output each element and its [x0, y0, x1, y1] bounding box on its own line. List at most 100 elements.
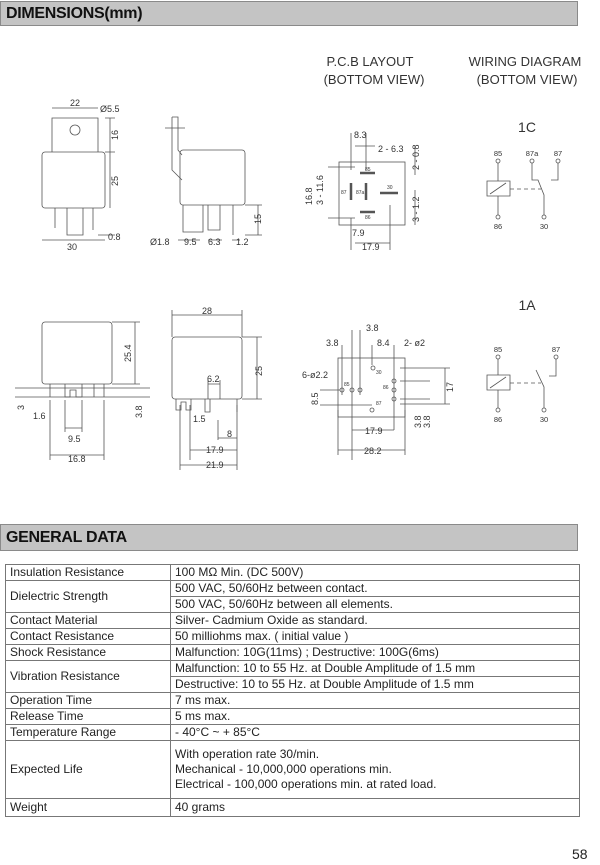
row-label: Operation Time: [5, 692, 171, 709]
dim-label: 3 - 11.6: [315, 175, 325, 205]
row-label: Dielectric Strength: [5, 580, 171, 613]
dim-label: 22: [70, 98, 80, 108]
dim-label: 6-ø2.2: [302, 370, 328, 380]
dim-label: 8.4: [377, 338, 390, 348]
pin-label: 86: [365, 215, 371, 221]
row-label: Insulation Resistance: [5, 564, 171, 581]
dim-label: Ø5.5: [100, 104, 120, 114]
wiring-1a-label: 1A: [518, 297, 536, 313]
dim-label: 2- ø2: [404, 338, 425, 348]
table-row: Destructive: 10 to 55 Hz. at Double Ampl…: [6, 676, 580, 693]
table-row: 500 VAC, 50/60Hz between all elements.: [6, 596, 580, 613]
pin-label: 87: [552, 345, 560, 354]
side-view-bottom: 28 25 6.2 1.5 8 17.9 21.9: [171, 306, 264, 470]
dim-label: 25.4: [123, 344, 133, 362]
pcb-layout-1c: 8.3 2 - 6.3 2 - 0.8 16.8 3 - 11.6 3 - 1.…: [304, 130, 421, 252]
dim-label: Ø1.8: [150, 237, 170, 247]
pin-label: 85: [494, 149, 502, 158]
wiring-diagram-subtitle: (BOTTOM VIEW): [477, 72, 578, 87]
row-value: 500 VAC, 50/60Hz between contact.: [170, 580, 580, 597]
row-value: Malfunction: 10G(11ms) ; Destructive: 10…: [170, 644, 580, 661]
dim-label: 8.5: [310, 392, 320, 405]
pcb-layout-1a: 3.8 3.8 8.4 2- ø2 6-ø2.2 8.5 17 3.8 3.8 …: [302, 323, 455, 460]
row-value-line: Mechanical - 10,000,000 operations min.: [175, 762, 392, 776]
pin-label: 86: [494, 415, 502, 424]
pin-label: 85: [344, 382, 350, 388]
pin-label: 85: [365, 167, 371, 173]
row-value-line: With operation rate 30/min.: [175, 747, 320, 761]
table-row: Temperature Range- 40°C ~ + 85°C: [5, 724, 580, 741]
dim-label: 21.9: [206, 460, 224, 470]
row-value: 5 ms max.: [170, 708, 580, 725]
row-value: With operation rate 30/min. Mechanical -…: [170, 740, 580, 799]
dim-label: 3.8: [366, 323, 379, 333]
dimension-drawings: P.C.B LAYOUT (BOTTOM VIEW) WIRING DIAGRA…: [15, 54, 582, 470]
pin-label: 30: [387, 185, 393, 191]
dim-label: 9.5: [68, 434, 81, 444]
row-label: Release Time: [5, 708, 171, 725]
dim-label: 28.2: [364, 446, 382, 456]
row-label: Shock Resistance: [5, 644, 171, 661]
pin-label: 86: [494, 222, 502, 231]
dim-label: 9.5: [184, 237, 197, 247]
front-view-bottom: 25.4 3 3.8 1.6 9.5 16.8: [15, 321, 150, 464]
wiring-diagram-1c: 1C 85 87a 87 86 30: [486, 119, 562, 231]
row-value: 100 MΩ Min. (DC 500V): [170, 564, 580, 581]
dim-label: 16.8: [68, 454, 86, 464]
row-value: - 40°C ~ + 85°C: [170, 724, 580, 741]
row-value: 500 VAC, 50/60Hz between all elements.: [170, 596, 580, 613]
dim-label: 2 - 0.8: [411, 144, 421, 170]
dim-label: 28: [202, 306, 212, 316]
pin-label: 87a: [356, 190, 365, 196]
dim-label: 3.8: [326, 338, 339, 348]
row-value: 50 milliohms max. ( initial value ): [170, 628, 580, 645]
pin-label: 87: [554, 149, 562, 158]
row-label: Temperature Range: [5, 724, 171, 741]
row-label: Vibration Resistance: [5, 660, 171, 693]
pin-label: 85: [494, 345, 502, 354]
dim-label: 17.9: [362, 242, 380, 252]
row-value: Destructive: 10 to 55 Hz. at Double Ampl…: [170, 676, 580, 693]
dim-label: 0.8: [108, 232, 121, 242]
pin-label: 30: [376, 370, 382, 376]
dim-label: 30: [67, 242, 77, 252]
pcb-layout-subtitle: (BOTTOM VIEW): [324, 72, 425, 87]
row-label: Contact Material: [5, 612, 171, 629]
dim-label: 17.9: [206, 445, 224, 455]
dim-label: 3.8: [413, 415, 423, 428]
pin-label: 87: [376, 401, 382, 407]
dim-label: 25: [110, 176, 120, 186]
dim-label: 16: [110, 130, 120, 140]
dim-label: 2 - 6.3: [378, 144, 404, 154]
dim-label: 15: [253, 214, 263, 224]
pin-label: 87: [341, 190, 347, 196]
dim-label: 3 - 1.2: [411, 196, 421, 222]
row-label: Expected Life: [5, 740, 171, 799]
dim-label: 3: [16, 405, 26, 410]
pin-label: 86: [383, 385, 389, 391]
dim-label: 16.8: [304, 187, 314, 205]
dim-label: 6.2: [207, 374, 220, 384]
dim-label: 3.8: [134, 405, 144, 418]
dim-label: 1.2: [236, 237, 249, 247]
dim-label: 8.3: [354, 130, 367, 140]
wiring-diagram-title: WIRING DIAGRAM: [469, 54, 582, 69]
dim-label: 6.3: [208, 237, 221, 247]
table-row: Expected Life With operation rate 30/min…: [5, 740, 580, 799]
row-value: 40 grams: [170, 798, 580, 817]
dim-label: 1.5: [193, 414, 206, 424]
dim-label: 17.9: [365, 426, 383, 436]
dim-label: 17: [445, 382, 455, 392]
pin-label: 30: [540, 222, 548, 231]
dimensions-title: DIMENSIONS(mm): [6, 5, 143, 22]
general-data-header: GENERAL DATA: [0, 524, 578, 551]
